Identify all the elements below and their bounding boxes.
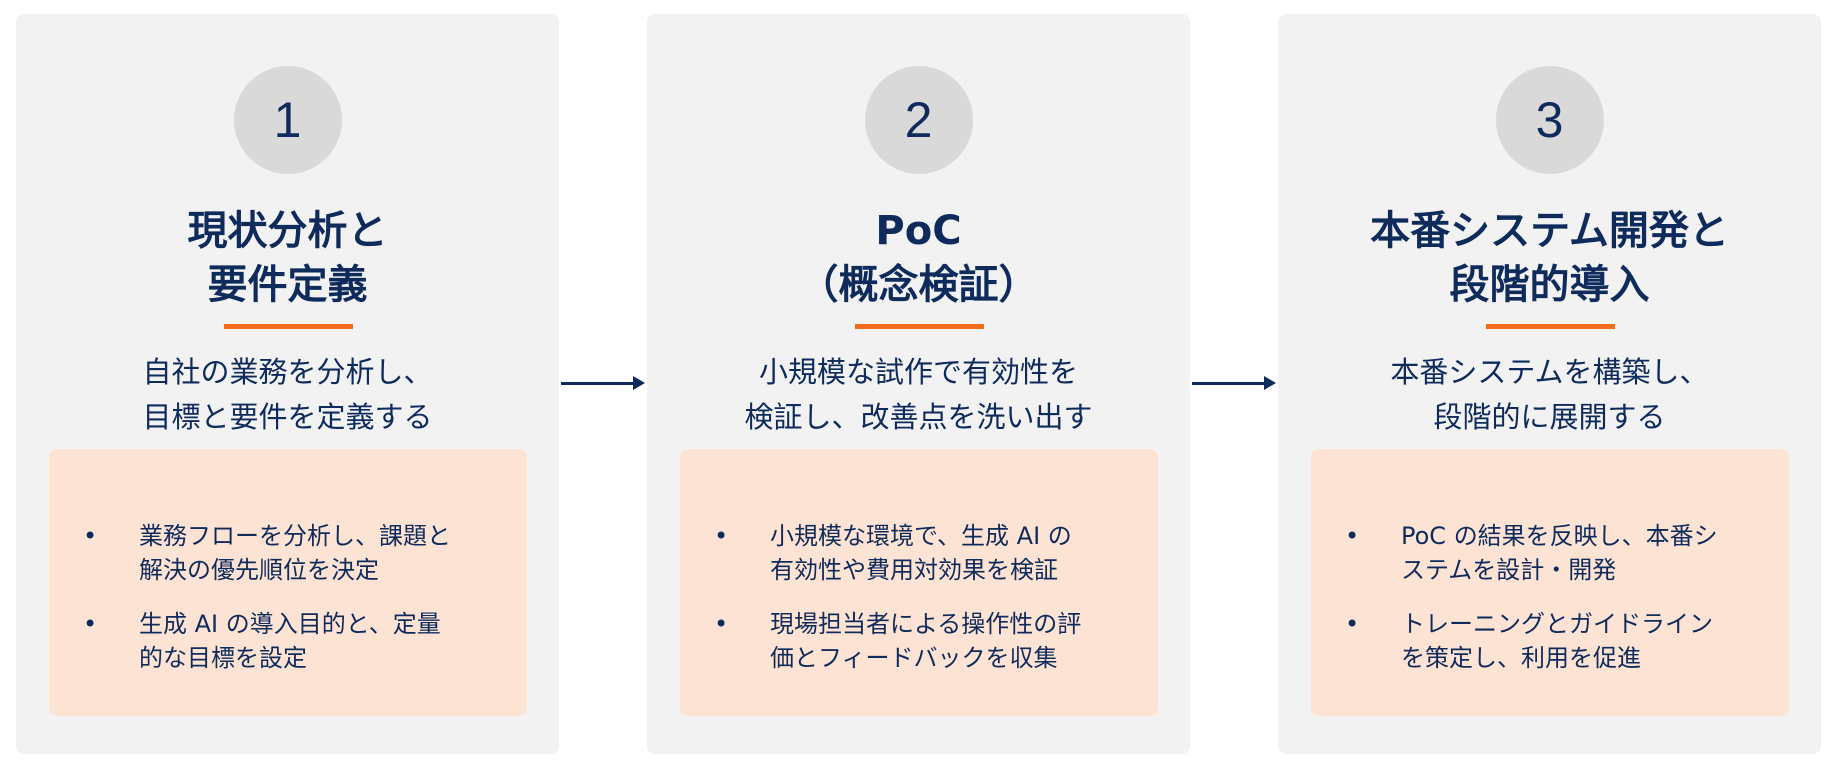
step-number-badge: 2 <box>864 66 973 174</box>
bullet-icon: • <box>83 610 98 638</box>
step-number-badge: 3 <box>1495 66 1604 174</box>
bullet-icon: • <box>1345 522 1360 550</box>
step-description: 自社の業務を分析し、目標と要件を定義する <box>16 350 559 440</box>
list-item: • 生成 AI の導入目的と、定量的な目標を設定 <box>49 607 527 675</box>
list-item-line: 価とフィードバックを収集 <box>770 644 1058 672</box>
step-title-line: 要件定義 <box>207 262 368 308</box>
list-item: • 業務フローを分析し、課題と解決の優先順位を決定 <box>49 519 527 587</box>
accent-divider <box>1485 324 1615 329</box>
list-item-line: 現場担当者による操作性の評 <box>770 610 1082 638</box>
arrow-right-icon <box>1192 376 1276 390</box>
accent-divider <box>854 324 984 329</box>
step-description-line: 目標と要件を定義する <box>142 400 433 434</box>
step-title-line: 本番システム開発と <box>1370 208 1729 254</box>
list-item-line: 解決の優先順位を決定 <box>139 556 379 584</box>
bullet-icon: • <box>714 522 729 550</box>
list-item-line: 生成 AI の導入目的と、定量 <box>139 610 441 638</box>
list-item-line: PoC の結果を反映し、本番シ <box>1401 522 1718 550</box>
step-description-line: 本番システムを構築し、 <box>1390 355 1709 389</box>
step-description-line: 小規模な試作で有効性を <box>758 355 1078 389</box>
list-item: • 現場担当者による操作性の評価とフィードバックを収集 <box>680 607 1158 675</box>
list-item: • 小規模な環境で、生成 AI の有効性や費用対効果を検証 <box>680 519 1158 587</box>
step-number-badge: 1 <box>233 66 342 174</box>
step-description: 本番システムを構築し、段階的に展開する <box>1278 350 1821 440</box>
list-item-line: 的な目標を設定 <box>139 644 307 672</box>
step-description: 小規模な試作で有効性を検証し、改善点を洗い出す <box>647 350 1190 440</box>
list-item-line: を策定し、利用を促進 <box>1401 644 1641 672</box>
step-description-line: 自社の業務を分析し、 <box>142 355 433 389</box>
list-item: • PoC の結果を反映し、本番システムを設計・開発 <box>1311 519 1789 587</box>
arrow-right-icon <box>561 376 645 390</box>
bullet-icon: • <box>714 610 729 638</box>
step-description-line: 段階的に展開する <box>1433 400 1666 434</box>
step-card-1: 1 現状分析と要件定義自社の業務を分析し、目標と要件を定義する • 業務フローを分析し… <box>16 14 559 754</box>
step-title-line: PoC <box>875 208 962 254</box>
step-title-line: （概念検証） <box>798 262 1039 308</box>
step-title: 本番システム開発と段階的導入 <box>1278 204 1821 312</box>
step-title-line: 段階的導入 <box>1449 262 1650 308</box>
list-item-line: ステムを設計・開発 <box>1401 556 1617 584</box>
step-title: PoC （概念検証） <box>647 204 1190 312</box>
bullet-icon: • <box>1345 610 1360 638</box>
step-details-box: • 小規模な環境で、生成 AI の有効性や費用対効果を検証 • 現場担当者による操作性… <box>680 449 1158 716</box>
step-card-3: 3 本番システム開発と段階的導入本番システムを構築し、段階的に展開する • PoC の… <box>1278 14 1821 754</box>
list-item-line: 業務フローを分析し、課題と <box>139 522 451 550</box>
list-item-line: トレーニングとガイドライン <box>1401 610 1713 638</box>
list-item-line: 小規模な環境で、生成 AI の <box>770 522 1072 550</box>
step-details-box: • 業務フローを分析し、課題と解決の優先順位を決定 • 生成 AI の導入目的と、定量… <box>49 449 527 716</box>
step-title-line: 現状分析と <box>187 208 388 254</box>
list-item: • トレーニングとガイドラインを策定し、利用を促進 <box>1311 607 1789 675</box>
step-description-line: 検証し、改善点を洗い出す <box>744 400 1093 434</box>
list-item-line: 有効性や費用対効果を検証 <box>770 556 1058 584</box>
accent-divider <box>223 324 353 329</box>
step-details-box: • PoC の結果を反映し、本番システムを設計・開発 • トレーニングとガイドラインを… <box>1311 449 1789 716</box>
step-title: 現状分析と要件定義 <box>16 204 559 312</box>
bullet-icon: • <box>83 522 98 550</box>
